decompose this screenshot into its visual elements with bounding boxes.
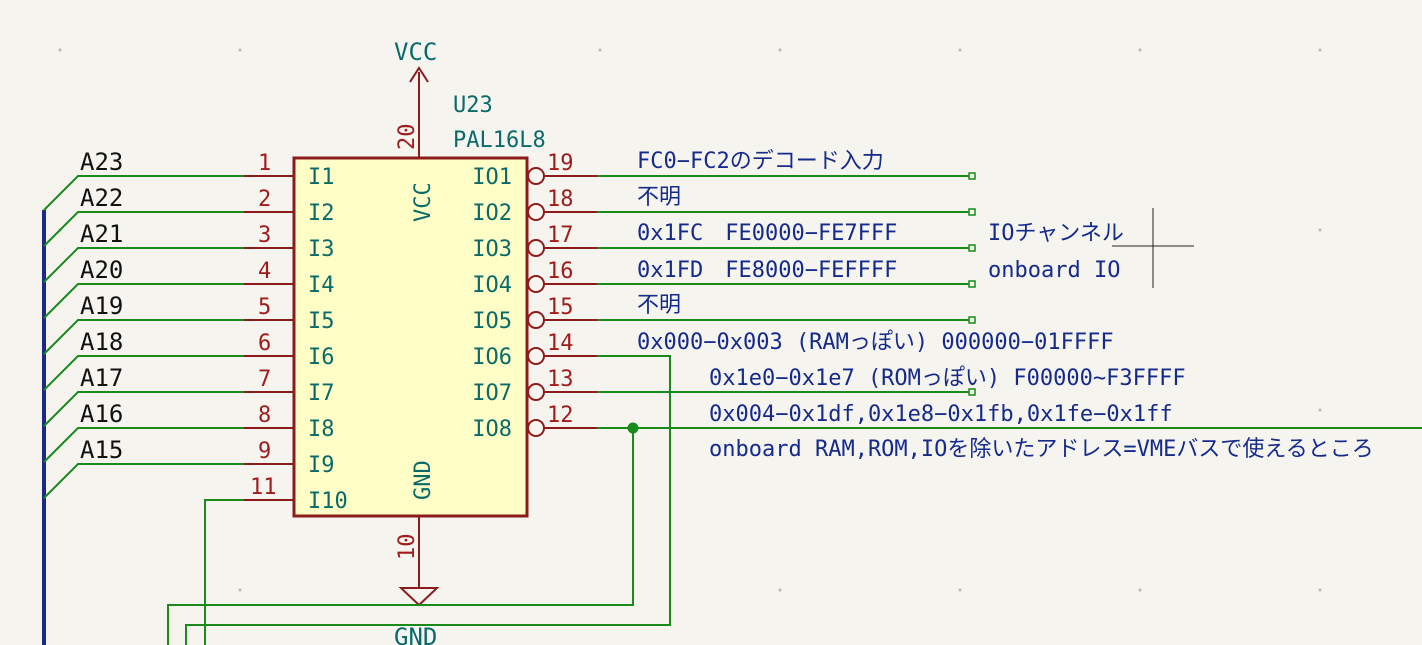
- wire-end-markers: [968, 172, 976, 396]
- pin-number-5: 5: [258, 295, 271, 320]
- pin-name-i9: I9: [308, 453, 335, 478]
- output-pin-names: IO1 IO2 IO3 IO4 IO5 IO6 IO7 IO8: [472, 165, 512, 442]
- pin-number-6: 6: [258, 331, 271, 356]
- net-labels: A23 A22 A21 A20 A19 A18 A17 A16 A15: [80, 148, 123, 464]
- pin-name-io6: IO6: [472, 345, 512, 370]
- pin-number-18: 18: [547, 187, 574, 212]
- pin-name-vcc: VCC: [411, 182, 436, 222]
- pin-name-io4: IO4: [472, 273, 512, 298]
- pin-name-io5: IO5: [472, 309, 512, 334]
- net-label-a21: A21: [80, 220, 123, 248]
- output-wires[interactable]: [167, 175, 1422, 645]
- pin-number-8: 8: [258, 403, 271, 428]
- note-io1: FC0−FC2のデコード入力: [637, 149, 884, 174]
- pin-name-i10: I10: [308, 489, 348, 514]
- net-label-a18: A18: [80, 328, 123, 356]
- pin-number-7: 7: [258, 367, 271, 392]
- pin-number-9: 9: [258, 439, 271, 464]
- pin-number-15: 15: [547, 295, 574, 320]
- pin-name-io2: IO2: [472, 201, 512, 226]
- pin-name-i1: I1: [308, 165, 335, 190]
- pin-number-3: 3: [258, 223, 271, 248]
- output-pin-stubs: [527, 167, 597, 437]
- net-label-a15: A15: [80, 436, 123, 464]
- note-io5: 不明: [637, 293, 681, 318]
- pin-name-i8: I8: [308, 417, 335, 442]
- note-io2: 不明: [637, 185, 681, 210]
- note-io3-channel: IOチャンネル: [988, 221, 1124, 246]
- note-io3: 0x1FC FE0000−FE7FFF: [637, 221, 897, 246]
- net-label-a19: A19: [80, 292, 123, 320]
- pin-number-12: 12: [547, 403, 574, 428]
- pin-name-gnd: GND: [411, 460, 436, 500]
- net-label-a23: A23: [80, 148, 123, 176]
- pin-number-14: 14: [547, 331, 574, 356]
- pin-number-17: 17: [547, 223, 574, 248]
- input-pin-numbers: 1 2 3 4 5 6 7 8 9 11: [250, 151, 277, 500]
- ic-body[interactable]: [292, 156, 529, 518]
- output-pin-numbers: 19 18 17 16 15 14 13 12: [547, 151, 574, 428]
- pin-name-i6: I6: [308, 345, 335, 370]
- pin-number-19: 19: [547, 151, 574, 176]
- pin-number-10: 10: [395, 534, 420, 561]
- net-label-a16: A16: [80, 400, 123, 428]
- annotation-notes: FC0−FC2のデコード入力 不明 0x1FC FE0000−FE7FFF IO…: [637, 149, 1374, 462]
- gnd-label: GND: [394, 623, 437, 645]
- net-label-a20: A20: [80, 256, 123, 284]
- pin-name-i2: I2: [308, 201, 335, 226]
- pin-number-1: 1: [258, 151, 271, 176]
- pin-name-i3: I3: [308, 237, 335, 262]
- net-label-a22: A22: [80, 184, 123, 212]
- pin-name-io7: IO7: [472, 381, 512, 406]
- pin-name-io3: IO3: [472, 237, 512, 262]
- pin-number-2: 2: [258, 187, 271, 212]
- pin-name-i7: I7: [308, 381, 335, 406]
- pin-name-io1: IO1: [472, 165, 512, 190]
- component-value: PAL16L8: [453, 128, 546, 153]
- pin-number-4: 4: [258, 259, 271, 284]
- gnd-power-symbol[interactable]: GND: [394, 516, 440, 645]
- vcc-label: VCC: [394, 38, 437, 66]
- note-io4-onboard: onboard IO: [988, 258, 1120, 283]
- input-wires[interactable]: [43, 175, 244, 645]
- component-reference: U23: [453, 93, 493, 118]
- pin-name-i4: I4: [308, 273, 335, 298]
- pin-number-20: 20: [395, 124, 420, 151]
- pin-name-io8: IO8: [472, 417, 512, 442]
- vcc-power-symbol[interactable]: VCC: [394, 38, 437, 158]
- pin-number-13: 13: [547, 367, 574, 392]
- note-io6: 0x000−0x003 (RAMっぽい) 000000−01FFFF: [637, 330, 1114, 355]
- note-io7: 0x1e0−0x1e7 (ROMっぽい) F00000~F3FFFF: [709, 366, 1186, 391]
- note-io8-vme: onboard RAM,ROM,IOを除いたアドレス=VMEバスで使えるところ: [709, 437, 1374, 462]
- net-label-a17: A17: [80, 364, 123, 392]
- junction-dot: [627, 422, 639, 434]
- crosshair-cursor: [1112, 208, 1194, 288]
- input-pin-stubs: [244, 175, 294, 501]
- note-io4: 0x1FD FE8000−FEFFFF: [637, 258, 897, 283]
- pin-name-i5: I5: [308, 309, 335, 334]
- input-pin-names: I1 I2 I3 I4 I5 I6 I7 I8 I9 I10: [308, 165, 348, 514]
- note-io8: 0x004−0x1df,0x1e8−0x1fb,0x1fe−0x1ff: [709, 402, 1173, 427]
- pin-number-16: 16: [547, 259, 574, 284]
- pin-number-11: 11: [250, 475, 277, 500]
